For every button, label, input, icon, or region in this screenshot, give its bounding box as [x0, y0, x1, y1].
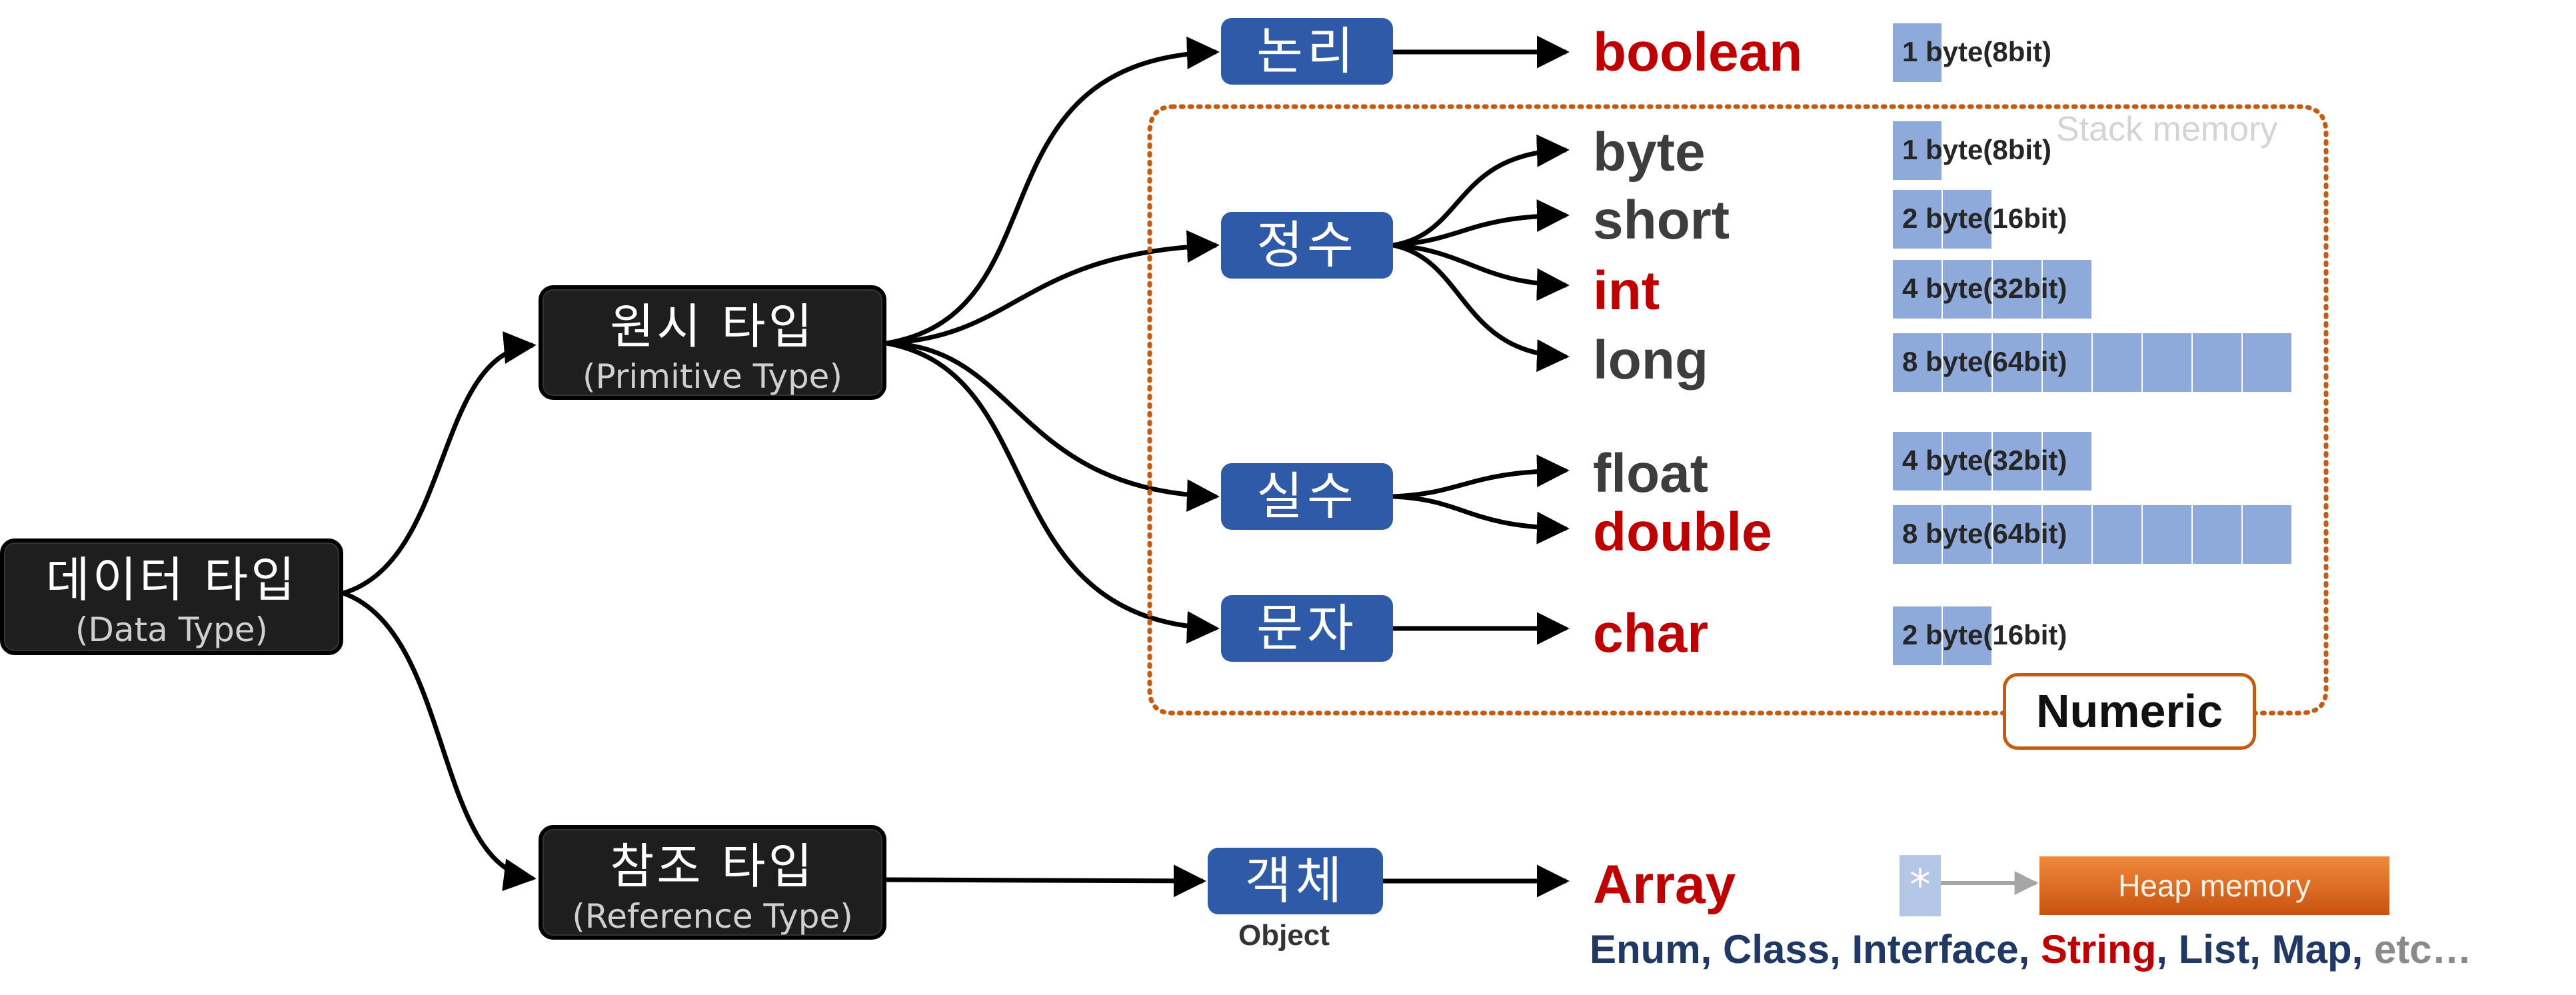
byte-cell	[1943, 606, 1991, 665]
byte-cell	[2043, 505, 2091, 564]
size-row-int: 4 byte(32bit)	[1893, 260, 2093, 319]
byte-cell	[2143, 505, 2191, 564]
byte-cell	[2093, 333, 2141, 392]
data-type-title: 데이터 타입	[45, 552, 298, 608]
byte-cell	[1943, 190, 1991, 249]
type-short: short	[1593, 190, 1730, 251]
edge-root-reference	[342, 590, 537, 891]
byte-cell	[2043, 432, 2091, 491]
edge-primitive-real	[886, 341, 1220, 512]
edge-integer-byte	[1392, 134, 1570, 248]
reference-type-subtitle: (Reference Type)	[572, 897, 853, 936]
data-type-subtitle: (Data Type)	[75, 610, 269, 649]
size-row-float: 4 byte(32bit)	[1893, 432, 2093, 491]
edge-reference-object	[886, 864, 1206, 898]
category-integer: 정수	[1221, 212, 1393, 279]
byte-cell	[1893, 505, 1941, 564]
reference-type-title: 참조 타입	[610, 838, 815, 894]
size-row-long: 8 byte(64bit)	[1893, 333, 2293, 392]
size-label: 8 byte(64bit)	[1902, 346, 2067, 377]
byte-cell	[1893, 333, 1941, 392]
data-type-node: 데이터 타입 (Data Type)	[0, 538, 343, 655]
other-reference-types: Enum, Class, Interface, String, List, Ma…	[1590, 927, 2472, 972]
ref-etc: etc…	[2373, 927, 2472, 972]
primitive-type-node: 원시 타입 (Primitive Type)	[539, 285, 886, 400]
size-row-byte: 1 byte(8bit)	[1893, 121, 2051, 180]
ref-enum: Enum	[1590, 927, 1701, 972]
byte-cell	[2243, 505, 2291, 564]
edge-real-double	[1392, 494, 1570, 544]
size-label: 4 byte(32bit)	[1902, 273, 2067, 304]
byte-cell	[1993, 260, 2041, 319]
size-label: 2 byte(16bit)	[1902, 203, 2067, 234]
edge-primitive-logical	[886, 36, 1220, 346]
category-object: 객체	[1208, 848, 1383, 914]
edge-real-float	[1392, 455, 1570, 499]
type-boolean: boolean	[1593, 22, 1803, 83]
byte-cell	[1993, 432, 2041, 491]
edge-integer-long	[1392, 243, 1570, 373]
size-label: 2 byte(16bit)	[1902, 619, 2067, 650]
heap-memory-box: Heap memory	[2039, 856, 2389, 915]
byte-cell	[1893, 260, 1941, 319]
byte-cell	[2143, 333, 2191, 392]
byte-cell	[1943, 432, 1991, 491]
size-row-short: 2 byte(16bit)	[1893, 190, 2067, 249]
edge-integer-int	[1392, 243, 1570, 301]
byte-cell	[1893, 23, 1941, 82]
byte-cell	[1943, 333, 1991, 392]
size-label: 1 byte(8bit)	[1902, 134, 2052, 165]
numeric-badge: Numeric	[2003, 673, 2256, 750]
type-char: char	[1593, 603, 1709, 664]
byte-cell	[2043, 260, 2091, 319]
type-double: double	[1593, 502, 1772, 562]
byte-cell	[1893, 606, 1941, 665]
edge-integer-short	[1392, 199, 1570, 248]
type-long: long	[1593, 330, 1709, 391]
edge-root-primitive	[342, 331, 537, 596]
category-logical: 논리	[1221, 18, 1393, 85]
category-character: 문자	[1221, 595, 1393, 662]
byte-cell	[1943, 505, 1991, 564]
primitive-type-subtitle: (Primitive Type)	[583, 357, 842, 396]
size-row-double: 8 byte(64bit)	[1893, 505, 2293, 564]
ref-list: List	[2178, 927, 2250, 972]
byte-cell	[1893, 190, 1941, 249]
byte-cell	[2043, 333, 2091, 392]
ref-map: Map	[2271, 927, 2352, 972]
category-real: 실수	[1221, 463, 1393, 530]
ref-string: String	[2040, 927, 2157, 972]
edge-primitive-integer	[886, 230, 1220, 346]
stack-memory-label: Stack memory	[2056, 110, 2278, 149]
byte-cell	[1993, 333, 2041, 392]
byte-cell	[1893, 121, 1941, 180]
size-label: 1 byte(8bit)	[1902, 36, 2052, 67]
stack-memory-border	[1147, 104, 2329, 716]
type-int: int	[1593, 261, 1660, 321]
type-float: float	[1593, 443, 1709, 504]
byte-cell	[2243, 333, 2291, 392]
size-label: 8 byte(64bit)	[1902, 518, 2067, 549]
size-row-char: 2 byte(16bit)	[1893, 606, 2067, 665]
byte-cell	[1943, 260, 1991, 319]
byte-cell	[1893, 432, 1941, 491]
byte-cell	[2193, 333, 2241, 392]
size-row-boolean: 1 byte(8bit)	[1893, 23, 2051, 82]
pointer-cell: *	[1900, 855, 1941, 916]
reference-type-node: 참조 타입 (Reference Type)	[539, 825, 886, 940]
ref-interface: Interface	[1852, 927, 2019, 972]
size-label: 4 byte(32bit)	[1902, 445, 2067, 476]
byte-cell	[1993, 505, 2041, 564]
ref-class: Class	[1723, 927, 1830, 972]
type-array: Array	[1593, 854, 1736, 915]
object-caption: Object	[1238, 919, 1330, 952]
byte-cell	[2093, 505, 2141, 564]
edge-primitive-character	[886, 341, 1220, 644]
primitive-type-title: 원시 타입	[610, 299, 815, 355]
byte-cell	[2193, 505, 2241, 564]
type-byte: byte	[1593, 122, 1706, 183]
